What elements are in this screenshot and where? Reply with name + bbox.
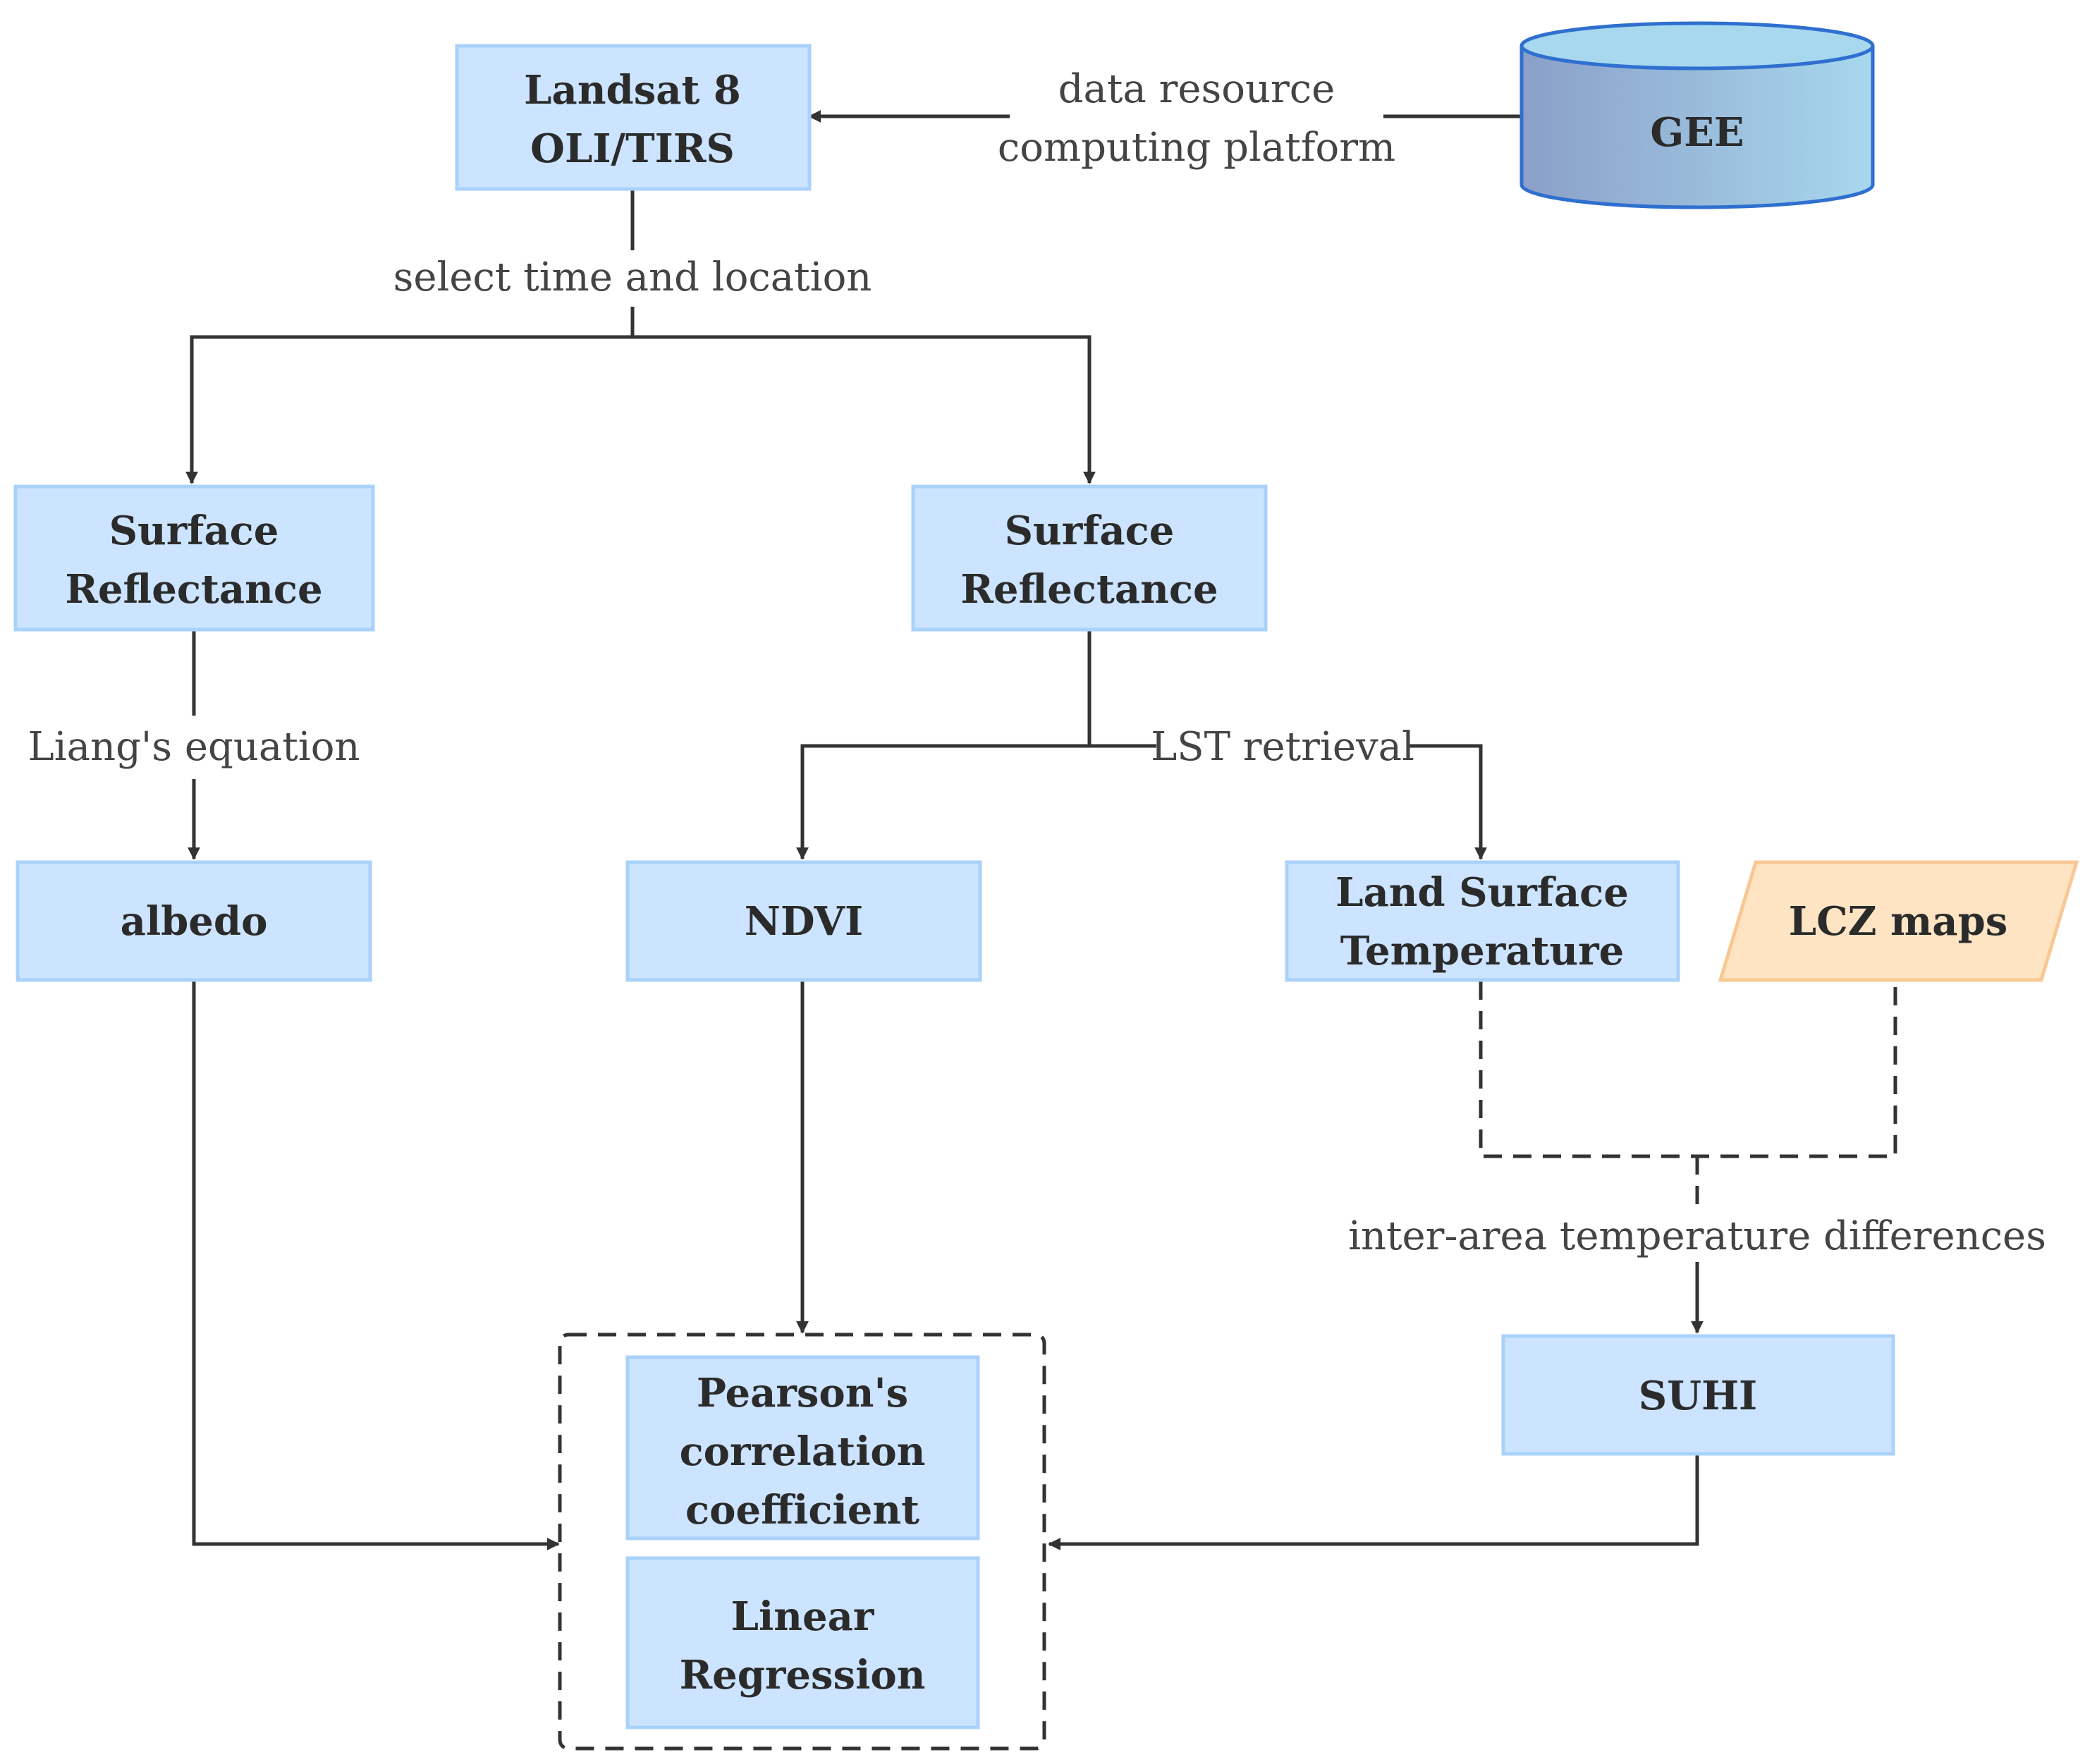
surface-reflectance-right-line1: Surface: [1005, 508, 1175, 554]
edge-suhi-to-analysis-arrow: [1048, 1454, 1699, 1550]
edge-lst-lcz-dashed-merge: [1479, 981, 1897, 1158]
ndvi-node[interactable]: NDVI: [625, 860, 982, 982]
edge-label-inter-area-temperature: inter-area temperature differences: [1348, 1213, 2046, 1259]
land-surface-temperature-box: [1285, 860, 1680, 982]
edge-label-computing-platform: computing platform: [998, 125, 1395, 171]
pearson-correlation-node[interactable]: Pearson's correlation coefficient: [625, 1355, 980, 1541]
analysis-group-dashed-box: [558, 1333, 1046, 1751]
gee-label: GEE: [1650, 109, 1744, 156]
landsat-box: [455, 44, 812, 191]
surface-reflectance-right-line2: Reflectance: [960, 566, 1218, 613]
ndvi-label: NDVI: [745, 898, 863, 945]
surface-reflectance-left-box: [13, 484, 375, 632]
linear-regression-box: [625, 1556, 980, 1729]
land-surface-temperature-node[interactable]: Land Surface Temperature: [1285, 860, 1680, 982]
linear-regression-node[interactable]: Linear Regression: [625, 1556, 980, 1729]
landsat-label-line2: OLI/TIRS: [530, 125, 735, 172]
albedo-label: albedo: [121, 898, 268, 945]
surface-reflectance-right-box: [911, 484, 1268, 632]
land-surface-temperature-line1: Land Surface: [1335, 869, 1629, 916]
pearson-line1: Pearson's: [697, 1370, 908, 1416]
gee-cylinder-top: [1520, 21, 1875, 71]
edge-label-lst-retrieval: LST retrieval: [1151, 724, 1414, 770]
lcz-maps-label: LCZ maps: [1789, 898, 2008, 945]
suhi-node[interactable]: SUHI: [1501, 1334, 1895, 1456]
gee-database[interactable]: GEE: [1520, 21, 1875, 209]
surface-reflectance-left-node[interactable]: Surface Reflectance: [13, 484, 375, 632]
land-surface-temperature-line2: Temperature: [1340, 928, 1624, 974]
pearson-correlation-box: [625, 1355, 980, 1541]
landsat-label-line1: Landsat 8: [524, 67, 741, 114]
edge-albedo-to-analysis-arrow: [192, 981, 560, 1550]
landsat-node[interactable]: Landsat 8 OLI/TIRS: [455, 44, 812, 191]
surface-reflectance-left-line1: Surface: [109, 508, 279, 554]
lcz-maps-node[interactable]: LCZ maps: [1718, 860, 2079, 982]
ndvi-box: [625, 860, 982, 982]
edge-split-left-arrow: [185, 335, 632, 484]
linear-regression-line1: Linear: [731, 1593, 875, 1640]
linear-regression-line2: Regression: [680, 1652, 926, 1698]
surface-reflectance-left-line2: Reflectance: [65, 566, 322, 613]
lcz-maps-parallelogram: [1718, 860, 2079, 982]
edge-label-data-resource: data resource: [1058, 66, 1335, 112]
surface-reflectance-right-node[interactable]: Surface Reflectance: [911, 484, 1268, 632]
edge-to-ndvi-arrow: [796, 744, 1156, 860]
albedo-box: [16, 860, 372, 982]
pearson-line3: coefficient: [685, 1487, 919, 1533]
edge-to-lst-arrow: [1409, 744, 1487, 860]
pearson-line2: correlation: [680, 1428, 926, 1475]
suhi-label: SUHI: [1639, 1373, 1757, 1419]
gee-cylinder-body: [1520, 46, 1875, 209]
albedo-node[interactable]: albedo: [16, 860, 372, 982]
edge-split-right-arrow: [632, 335, 1096, 484]
edge-label-select-time-location: select time and location: [393, 255, 872, 300]
suhi-box: [1501, 1334, 1895, 1456]
edge-label-liangs-equation: Liang's equation: [28, 724, 360, 770]
